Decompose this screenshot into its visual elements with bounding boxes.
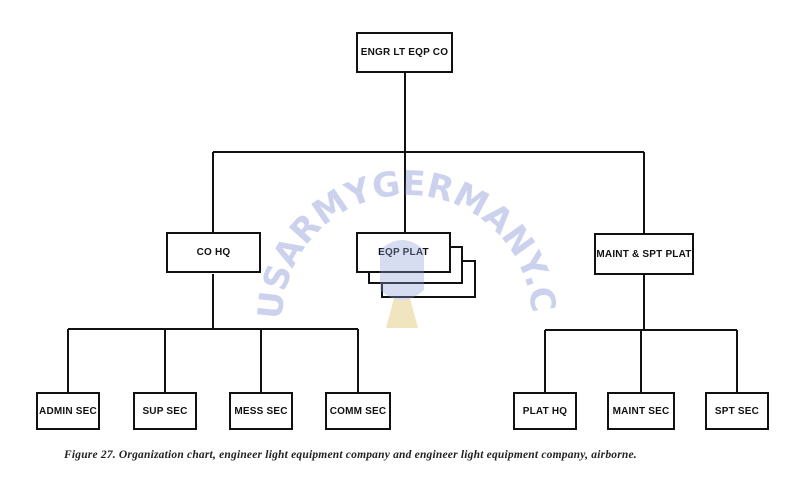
org-box-plat-hq: PLAT HQ — [513, 392, 577, 430]
org-box-admin-sec: ADMIN SEC — [36, 392, 100, 430]
org-box-sup-sec: SUP SEC — [133, 392, 197, 430]
org-box-comm-sec: COMM SEC — [325, 392, 391, 430]
org-box-spt-sec: SPT SEC — [705, 392, 769, 430]
org-box-root: ENGR LT EQP CO — [356, 32, 453, 73]
org-box-eqp-plat: EQP PLAT — [356, 232, 451, 273]
org-box-mess-sec: MESS SEC — [229, 392, 293, 430]
figure-caption: Figure 27. Organization chart, engineer … — [64, 449, 637, 461]
org-box-co-hq: CO HQ — [166, 232, 261, 273]
org-box-maint-spt-plat: MAINT & SPT PLAT — [594, 233, 694, 275]
org-box-maint-sec: MAINT SEC — [607, 392, 675, 430]
